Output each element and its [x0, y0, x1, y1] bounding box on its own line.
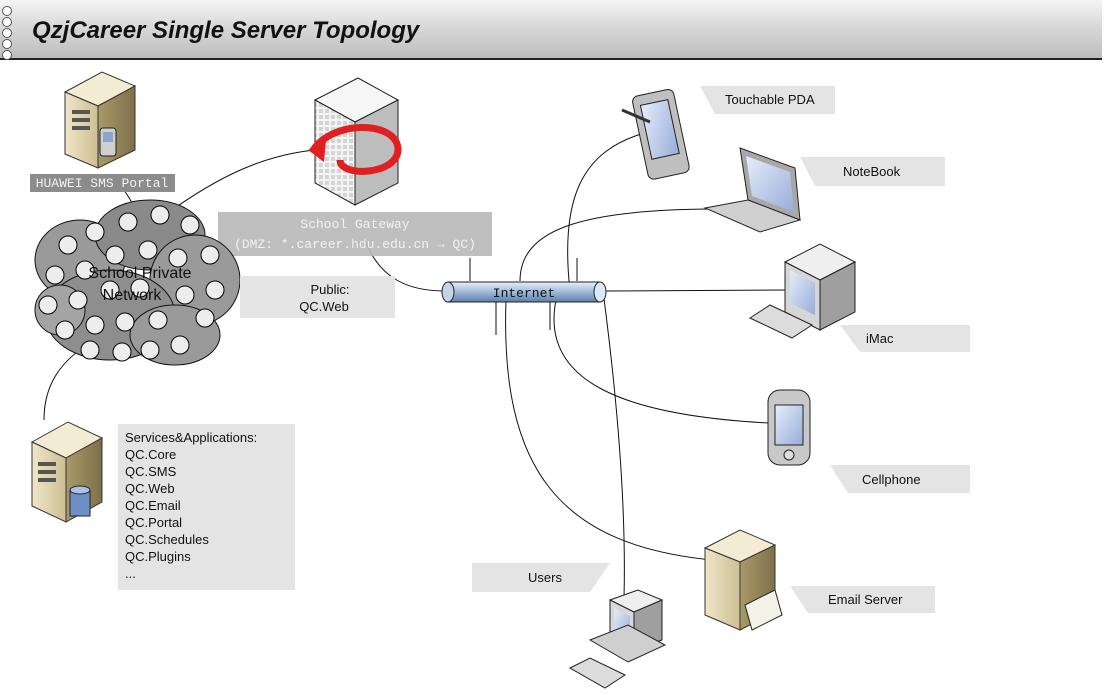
- users-label: Users: [528, 570, 562, 585]
- services-list-item: QC.Core: [125, 447, 176, 462]
- title-bar: QzjCareer Single Server Topology: [0, 0, 1102, 60]
- email-server-label: Email Server: [828, 592, 903, 607]
- internet-tube-icon: [441, 281, 607, 303]
- gateway-label-line1: School Gateway: [300, 217, 409, 232]
- private-network-cloud-icon: [34, 199, 241, 366]
- internet-label: Internet: [493, 286, 555, 301]
- services-list-item: QC.Plugins: [125, 549, 191, 564]
- sms-portal-server-icon: [63, 71, 137, 169]
- connection-lines: [43, 131, 786, 599]
- gateway-label-line2: (DMZ: *.career.hdu.edu.cn → QC): [234, 237, 476, 252]
- pda-icon: [621, 88, 690, 180]
- users-label-box: [472, 563, 610, 592]
- gateway-server-icon: [308, 77, 402, 206]
- sms-portal-label-box: [30, 174, 175, 192]
- imac-icon: [748, 243, 857, 339]
- notebook-label: NoteBook: [843, 164, 901, 179]
- email-label-box: [790, 586, 935, 613]
- gateway-label-box: [218, 212, 492, 256]
- public-label-line1: Public:: [310, 282, 349, 297]
- users-workstation-icon: [568, 589, 667, 689]
- pda-label: Touchable PDA: [725, 92, 815, 107]
- cellphone-label-box: [830, 465, 970, 493]
- ring-binder-icon: [2, 6, 14, 61]
- pda-label-box: [700, 86, 835, 114]
- notebook-label-box: [800, 157, 945, 186]
- services-list-item: QC.Email: [125, 498, 181, 513]
- services-box: [118, 424, 295, 590]
- imac-label: iMac: [866, 331, 894, 346]
- services-list-item: QC.Schedules: [125, 532, 209, 547]
- notebook-icon: [703, 147, 802, 233]
- public-label-box: [240, 276, 395, 318]
- services-list-item: QC.Web: [125, 481, 175, 496]
- services-list-item: QC.SMS: [125, 464, 177, 479]
- sms-portal-label: HUAWEI SMS Portal: [36, 176, 169, 191]
- services-list-item: ...: [125, 566, 136, 581]
- services-heading: Services&Applications:: [125, 430, 257, 445]
- imac-label-box: [840, 325, 970, 352]
- cellphone-icon: [767, 389, 811, 466]
- services-list-item: QC.Portal: [125, 515, 182, 530]
- email-server-icon: [703, 529, 783, 631]
- services-server-icon: [30, 421, 104, 523]
- page-title: QzjCareer Single Server Topology: [32, 17, 420, 44]
- cellphone-label: Cellphone: [862, 472, 921, 487]
- public-label-line2: QC.Web: [299, 299, 349, 314]
